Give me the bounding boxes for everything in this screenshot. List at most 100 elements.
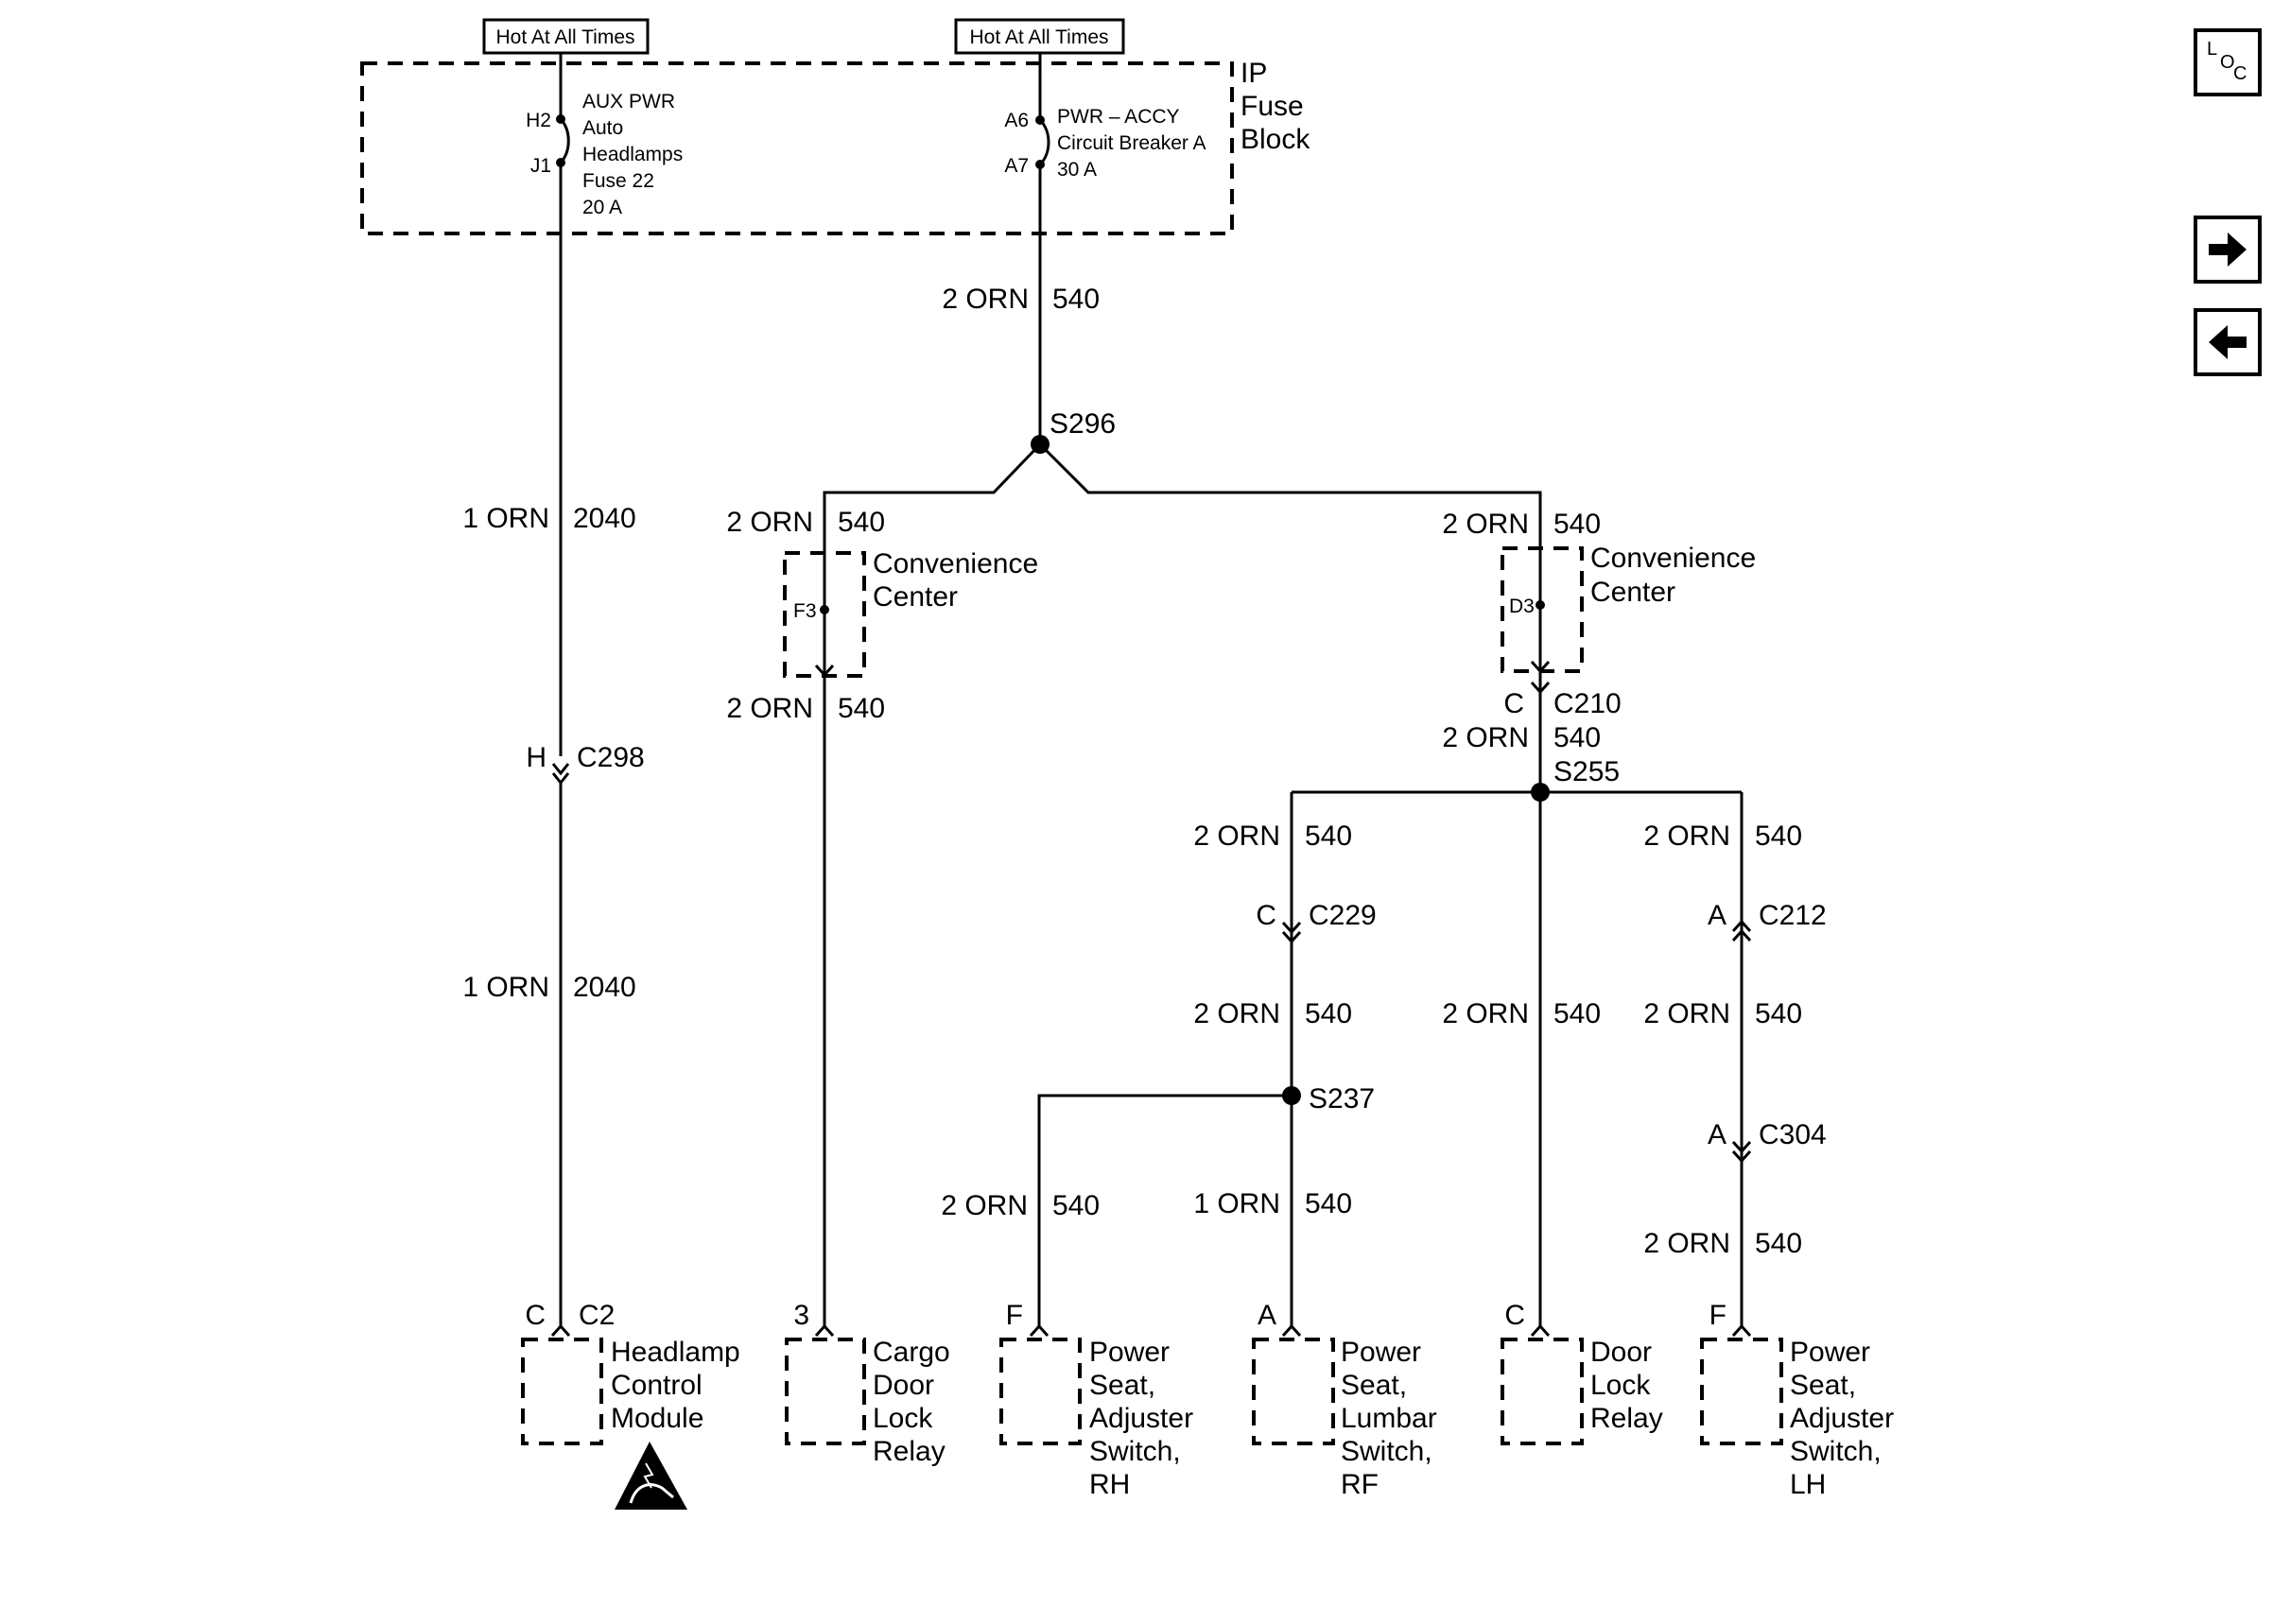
loc-button[interactable]: L O C (2194, 28, 2262, 96)
seat-lh-label-line-2: Seat, (1790, 1370, 1856, 1401)
headlamp-terminal (550, 1323, 571, 1338)
cc-right-pin-d3: D3 (1509, 596, 1535, 617)
fuse-label-line-5: 20 A (582, 197, 622, 218)
wire-s296-left (823, 442, 1042, 551)
connector-c212-symbol (1731, 919, 1752, 942)
cc-right-pin-d3-dot (1536, 600, 1545, 610)
seat-lh-terminal (1731, 1323, 1752, 1338)
seat-lh-label-line-1: Power (1790, 1337, 1870, 1368)
convenience-center-left-line-1: Convenience (873, 548, 1038, 579)
wire-branch-3-mid-circuit: 540 (1755, 998, 1802, 1029)
ip-fuse-block-outline (360, 61, 1234, 235)
seat-rh-pin: F (1006, 1300, 1023, 1331)
wire-2040-upper-circuit: 2040 (573, 503, 636, 534)
seat-rh-label-line-4: Switch, (1089, 1436, 1181, 1467)
loc-letter-o: O (2220, 52, 2235, 73)
connector-c229-pin: C (1256, 900, 1276, 931)
loc-letter-l: L (2207, 39, 2218, 60)
splice-s296-label: S296 (1050, 408, 1116, 440)
cargo-pin: 3 (793, 1300, 809, 1331)
fuse-pin-h2-dot (556, 114, 565, 124)
connector-c210-name: C210 (1553, 688, 1622, 719)
hot-at-all-times-left-box (482, 18, 650, 55)
wire-seat-rf-circuit: 540 (1305, 1188, 1352, 1219)
seat-rf-pin: A (1258, 1300, 1276, 1331)
cargo-door-lock-relay-outline (785, 1338, 866, 1445)
power-seat-adjuster-switch-rh-outline (999, 1338, 1082, 1445)
wire-cc-left-in-color: 2 ORN (726, 507, 813, 538)
wire-branch-1-top-color: 2 ORN (1193, 821, 1280, 852)
breaker-label-line-1: PWR – ACCY (1057, 106, 1180, 128)
wire-cc-right-in-color: 2 ORN (1442, 509, 1529, 540)
seat-lh-label-line-5: LH (1790, 1469, 1826, 1500)
fuse-label-line-4: Fuse 22 (582, 170, 654, 192)
splice-s237-label: S237 (1309, 1083, 1375, 1114)
seat-rh-terminal (1029, 1323, 1050, 1338)
cargo-label-line-3: Lock (873, 1403, 933, 1434)
wire-seat-rh-color: 2 ORN (941, 1190, 1028, 1221)
esd-warning-icon (615, 1442, 687, 1510)
door-relay-label-line-3: Relay (1590, 1403, 1663, 1434)
wire-seat-rh-circuit: 540 (1052, 1190, 1100, 1221)
door-relay-label-line-2: Lock (1590, 1370, 1651, 1401)
fuse-block-title-1: IP (1241, 58, 1267, 89)
cargo-label-line-2: Door (873, 1370, 934, 1401)
headlamp-label-line-2: Control (611, 1370, 703, 1401)
loc-letter-c: C (2233, 63, 2247, 84)
seat-lh-label-line-3: Adjuster (1790, 1403, 1894, 1434)
headlamp-connector: C2 (579, 1300, 615, 1331)
convenience-center-right-line-2: Center (1590, 577, 1675, 608)
fuse-pin-j1: J1 (530, 155, 551, 177)
seat-rf-label-line-5: RF (1341, 1469, 1379, 1500)
next-page-button[interactable] (2194, 216, 2262, 284)
fuse-label-line-3: Headlamps (582, 144, 683, 165)
wire-branch-1-top-circuit: 540 (1305, 821, 1352, 852)
seat-rf-label-line-2: Seat, (1341, 1370, 1407, 1401)
seat-lh-label-line-4: Switch, (1790, 1436, 1882, 1467)
hot-at-all-times-left: Hot At All Times (495, 26, 634, 48)
seat-rf-label-line-1: Power (1341, 1337, 1421, 1368)
seat-rf-label-line-3: Lumbar (1341, 1403, 1437, 1434)
cc-left-pin-f3-dot (820, 605, 829, 614)
cargo-label-line-4: Relay (873, 1436, 946, 1467)
wire-to-seat-rh (1037, 1094, 1292, 1328)
wire-c210-out-circuit: 540 (1553, 722, 1601, 753)
power-seat-lumbar-switch-rf-outline (1252, 1338, 1335, 1445)
connector-c229-name: C229 (1309, 900, 1377, 931)
circuit-breaker-symbol (1038, 118, 1050, 166)
door-lock-relay-outline (1501, 1338, 1584, 1445)
cargo-label-line-1: Cargo (873, 1337, 950, 1368)
seat-rh-label-line-1: Power (1089, 1337, 1170, 1368)
seat-rh-label-line-3: Adjuster (1089, 1403, 1193, 1434)
previous-page-button[interactable] (2194, 308, 2262, 376)
wire-branch-2-color: 2 ORN (1442, 998, 1529, 1029)
wire-2040-lower-color: 1 ORN (462, 972, 549, 1003)
fuse-label-line-2: Auto (582, 117, 623, 139)
arrow-right-icon (2209, 233, 2247, 267)
connector-c212-pin: A (1708, 900, 1726, 931)
breaker-pin-a6: A6 (1004, 110, 1029, 131)
headlamp-pin: C (525, 1300, 546, 1331)
wire-seat-rf-color: 1 ORN (1193, 1188, 1280, 1219)
wire-cc-left-out-color: 2 ORN (726, 693, 813, 724)
fuse-label-line-1: AUX PWR (582, 91, 675, 112)
wire-s296-right (1038, 442, 1542, 546)
wire-540-main-circuit: 540 (1052, 284, 1100, 315)
seat-rh-label-line-5: RH (1089, 1469, 1130, 1500)
wire-branch-3-top-circuit: 540 (1755, 821, 1802, 852)
connector-c304-name: C304 (1759, 1119, 1827, 1150)
wire-cc-right-in-circuit: 540 (1553, 509, 1601, 540)
connector-c304-symbol (1731, 1140, 1752, 1164)
arrow-left-icon (2209, 325, 2247, 359)
seat-rh-label-line-2: Seat, (1089, 1370, 1155, 1401)
headlamp-label-line-3: Module (611, 1403, 703, 1434)
wire-seat-lh-circuit: 540 (1755, 1228, 1802, 1259)
connector-c229-symbol (1281, 921, 1302, 944)
fuse-pin-h2: H2 (526, 110, 551, 131)
connector-c212-name: C212 (1759, 900, 1827, 931)
wire-seat-lh-color: 2 ORN (1643, 1228, 1730, 1259)
wire-branch-3-top-color: 2 ORN (1643, 821, 1730, 852)
cargo-terminal (814, 1323, 835, 1338)
cc-left-pin-f3: F3 (793, 600, 817, 622)
